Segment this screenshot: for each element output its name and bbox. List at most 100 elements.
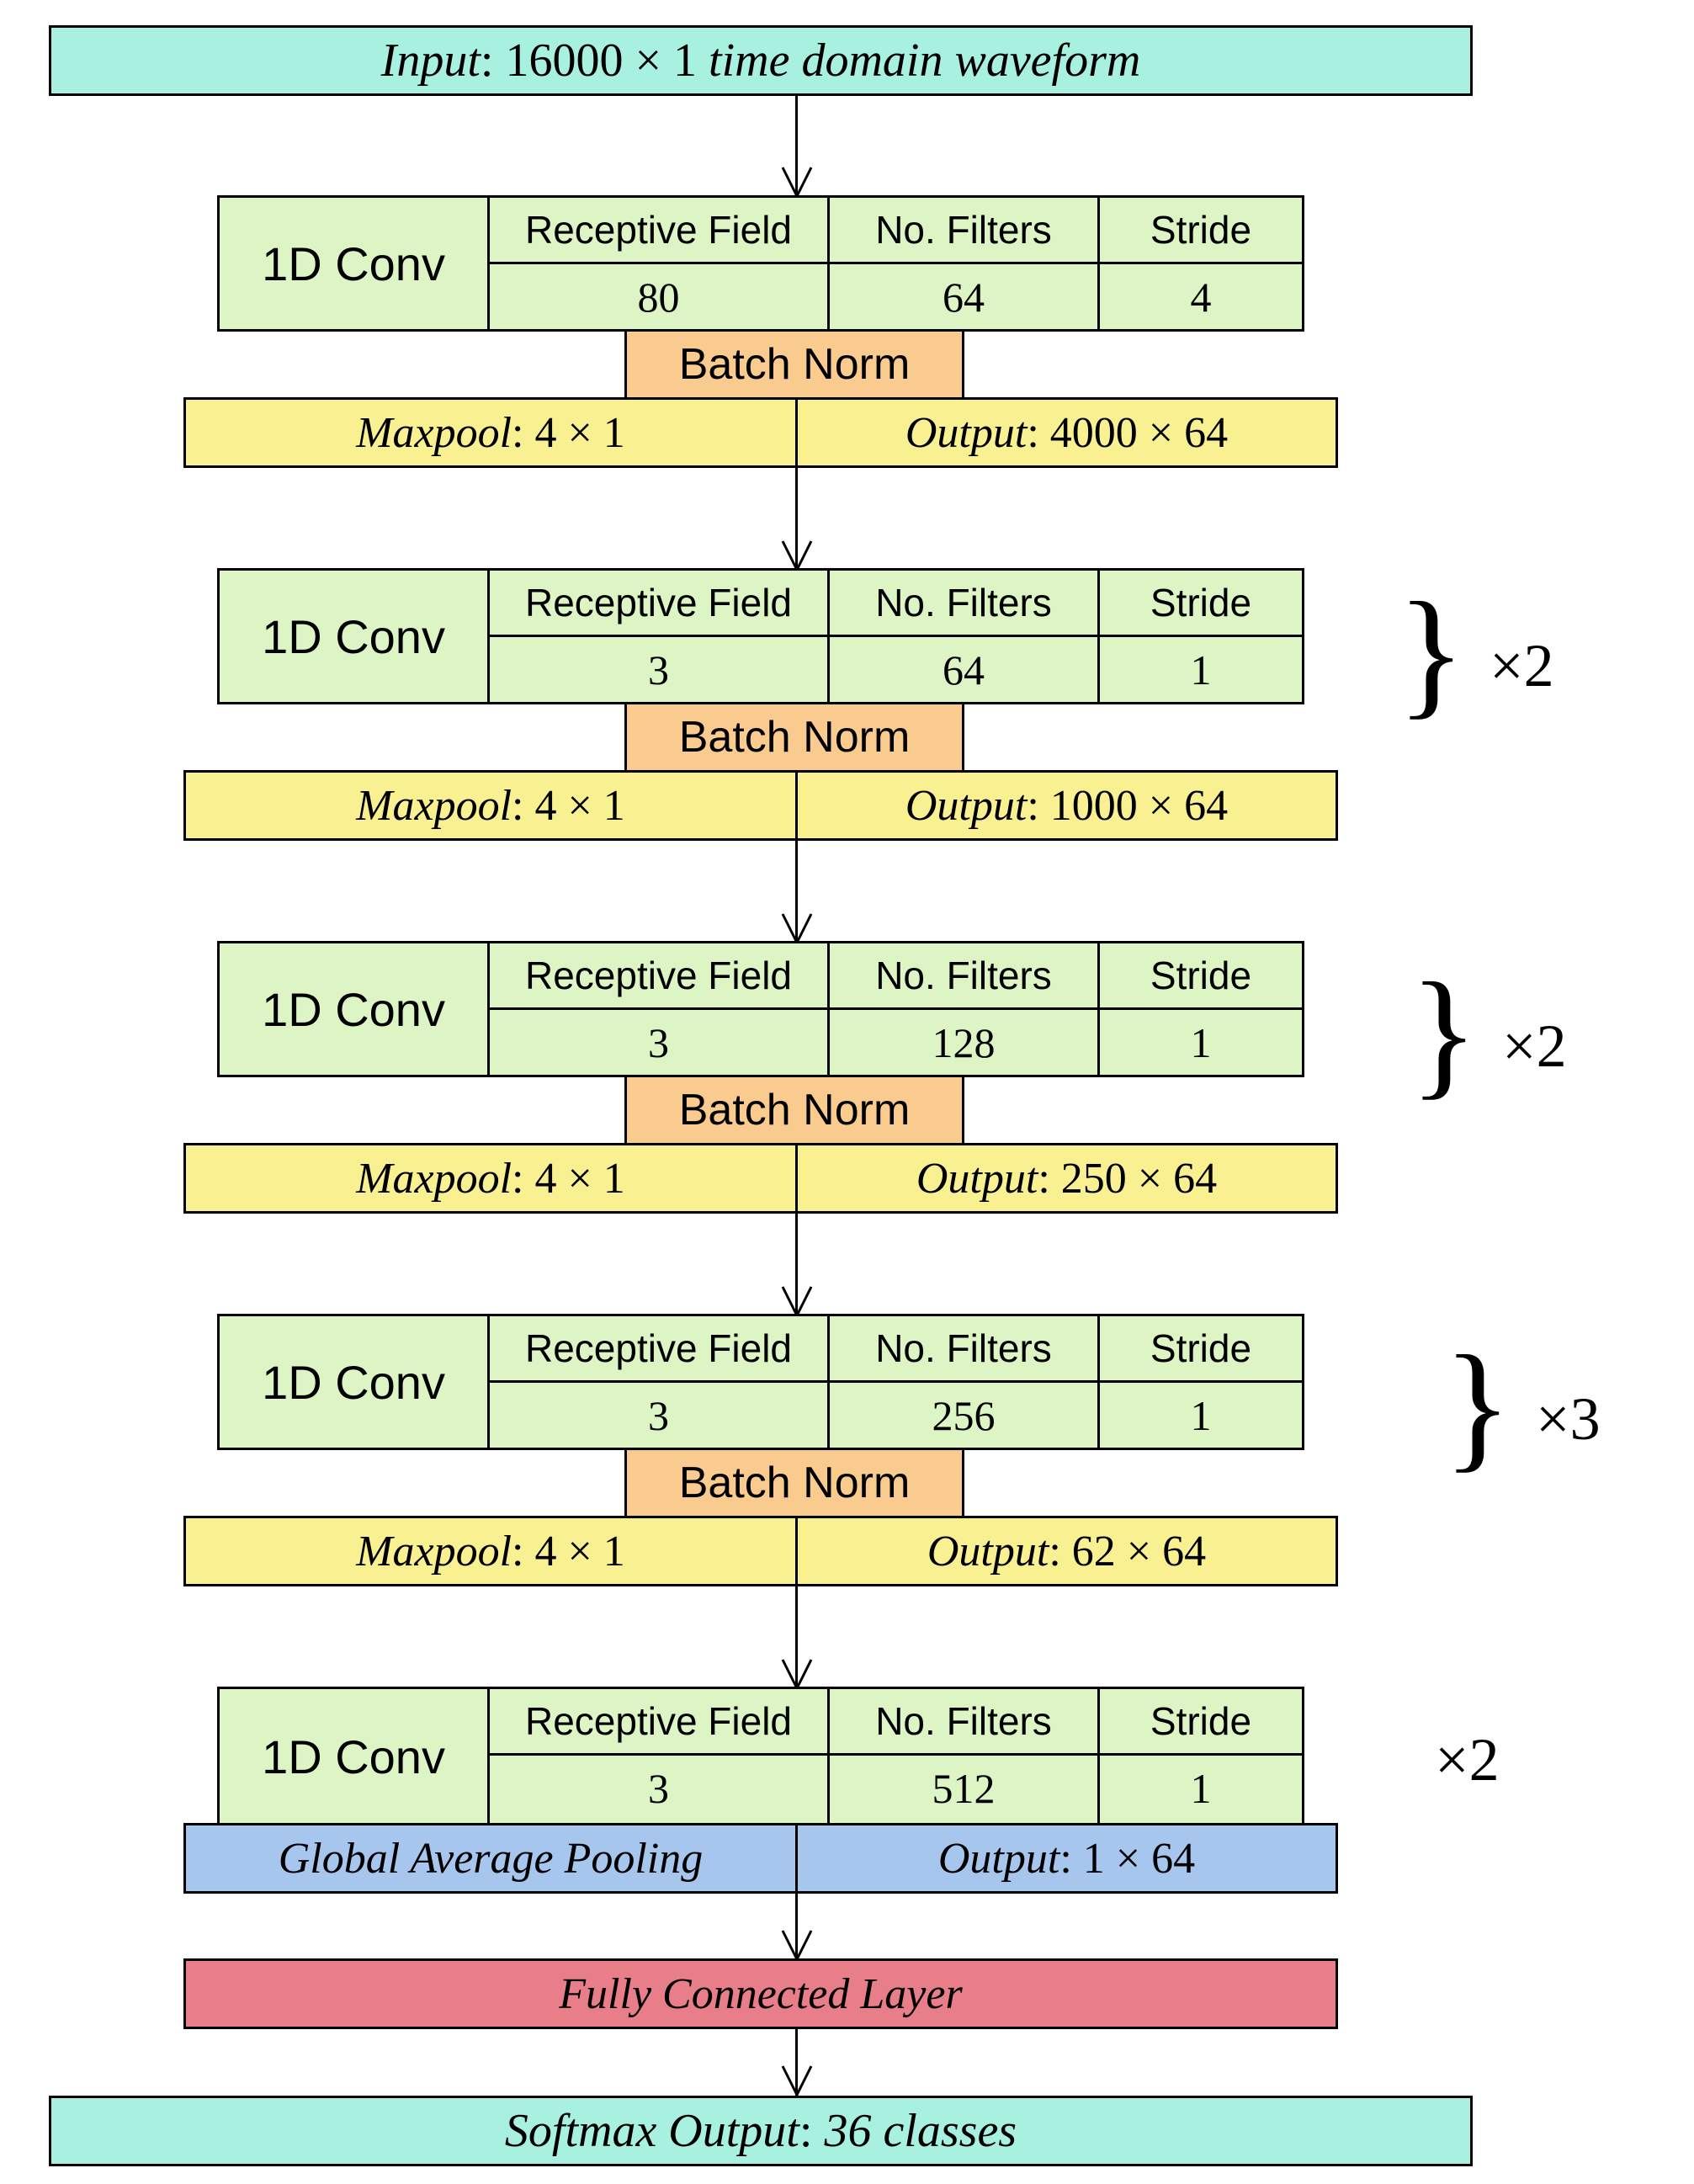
table-divider (1097, 571, 1100, 702)
value-no-filters: 256 (932, 1391, 996, 1439)
input-box: Input : 16000 × 1 time domain waveform (49, 25, 1473, 96)
header-receptive-field: Receptive Field (524, 581, 793, 624)
split-divider (795, 1518, 798, 1584)
value-receptive-field: 3 (648, 646, 669, 693)
colon: : (1049, 1527, 1072, 1576)
arrow-line (795, 2029, 798, 2096)
softmax-box: Softmax Output : 36 classes (49, 2096, 1473, 2166)
repeat-count: ×3 (1536, 1385, 1601, 1453)
batch-norm-box: Batch Norm (624, 1448, 964, 1518)
arrow-head (781, 1659, 813, 1691)
softmax-value: 36 classes (824, 2105, 1017, 2157)
value-no-filters: 512 (932, 1764, 996, 1812)
repeat-count: ×2 (1490, 632, 1554, 699)
header-stride: Stride (1150, 1326, 1252, 1370)
maxpool-label: Maxpool (356, 1154, 512, 1203)
batch-norm-label: Batch Norm (678, 1459, 911, 1507)
colon: : (799, 2105, 825, 2157)
value-stride: 1 (1190, 646, 1212, 693)
gap-label: Global Average Pooling (278, 1834, 704, 1883)
maxpool-value: 4 × 1 (534, 781, 625, 830)
header-stride: Stride (1150, 581, 1252, 624)
table-divider (827, 198, 830, 329)
table-divider (827, 571, 830, 702)
arrow-head (781, 167, 813, 199)
header-no-filters: No. Filters (875, 208, 1052, 252)
maxpool-cell: Maxpool: 4 × 1 (186, 1518, 795, 1584)
output-value: 4000 × 64 (1049, 408, 1229, 457)
header-receptive-field: Receptive Field (524, 1699, 793, 1743)
value-stride: 1 (1190, 1764, 1212, 1812)
header-receptive-field: Receptive Field (524, 208, 793, 252)
header-receptive-field: Receptive Field (524, 1326, 793, 1370)
colon: : (480, 35, 506, 87)
header-receptive-field: Receptive Field (524, 954, 793, 997)
repeat-brace: } (1397, 573, 1466, 731)
value-receptive-field: 80 (637, 273, 680, 321)
batch-norm-label: Batch Norm (678, 713, 911, 762)
maxpool-label: Maxpool (356, 1527, 512, 1576)
table-divider (1097, 1689, 1100, 1824)
maxpool-output-box: Maxpool: 4 × 1 Output: 250 × 64 (183, 1143, 1338, 1214)
maxpool-cell: Maxpool: 4 × 1 (186, 773, 795, 838)
header-no-filters: No. Filters (875, 1699, 1052, 1743)
gap-output-cell: Output: 1 × 64 (798, 1825, 1336, 1891)
value-stride: 1 (1190, 1018, 1212, 1066)
table-divider (490, 1380, 1302, 1383)
arrow-line (795, 1894, 798, 1961)
value-stride: 1 (1190, 1391, 1212, 1439)
split-divider (795, 1825, 798, 1891)
value-stride: 4 (1190, 273, 1212, 321)
conv-table: Receptive Field No. Filters Stride 3 128… (487, 941, 1304, 1077)
output-cell: Output: 62 × 64 (798, 1518, 1336, 1584)
colon: : (1027, 781, 1050, 830)
input-label: Input (380, 35, 481, 87)
table-divider (490, 1753, 1302, 1756)
table-divider (827, 1689, 830, 1824)
header-stride: Stride (1150, 1699, 1252, 1743)
conv-label-box: 1D Conv (217, 195, 490, 332)
maxpool-output-box: Maxpool: 4 × 1 Output: 1000 × 64 (183, 770, 1338, 841)
output-label: Output (916, 1154, 1038, 1203)
arrow-line (795, 1586, 798, 1687)
space (697, 34, 709, 88)
conv-label-box: 1D Conv (217, 568, 490, 704)
output-cell: Output: 4000 × 64 (798, 400, 1336, 465)
table-divider (490, 1007, 1302, 1010)
colon: : (512, 781, 535, 830)
value-no-filters: 128 (932, 1018, 996, 1066)
arrow-line (795, 841, 798, 942)
header-no-filters: No. Filters (875, 1326, 1052, 1370)
table-divider (1097, 1316, 1100, 1448)
arrow-head (781, 540, 813, 572)
value-no-filters: 64 (943, 646, 985, 693)
repeat-brace: } (1443, 1326, 1512, 1485)
arrow-head (781, 913, 813, 945)
output-label: Output (905, 781, 1028, 830)
table-divider (827, 943, 830, 1075)
arrow-line (795, 96, 798, 195)
batch-norm-label: Batch Norm (678, 340, 911, 389)
table-divider (1097, 198, 1100, 329)
value-receptive-field: 3 (648, 1391, 669, 1439)
header-no-filters: No. Filters (875, 581, 1052, 624)
table-divider (827, 1316, 830, 1448)
fc-label: Fully Connected Layer (559, 1969, 963, 2018)
value-receptive-field: 3 (648, 1764, 669, 1812)
conv-table: Receptive Field No. Filters Stride 3 512… (487, 1687, 1304, 1826)
colon: : (1038, 1154, 1061, 1203)
batch-norm-box: Batch Norm (624, 1075, 964, 1145)
conv-label: 1D Conv (262, 982, 445, 1036)
output-cell: Output: 1000 × 64 (798, 773, 1336, 838)
conv-table: Receptive Field No. Filters Stride 80 64… (487, 195, 1304, 332)
batch-norm-label: Batch Norm (678, 1086, 911, 1135)
colon: : (512, 408, 535, 457)
output-value: 1000 × 64 (1049, 781, 1229, 830)
maxpool-value: 4 × 1 (534, 1154, 625, 1203)
arrow-line (795, 1214, 798, 1315)
conv-label: 1D Conv (262, 236, 445, 290)
conv-label-box: 1D Conv (217, 1687, 490, 1826)
output-value: 250 × 64 (1060, 1154, 1218, 1203)
colon: : (512, 1154, 535, 1203)
maxpool-cell: Maxpool: 4 × 1 (186, 1145, 795, 1211)
